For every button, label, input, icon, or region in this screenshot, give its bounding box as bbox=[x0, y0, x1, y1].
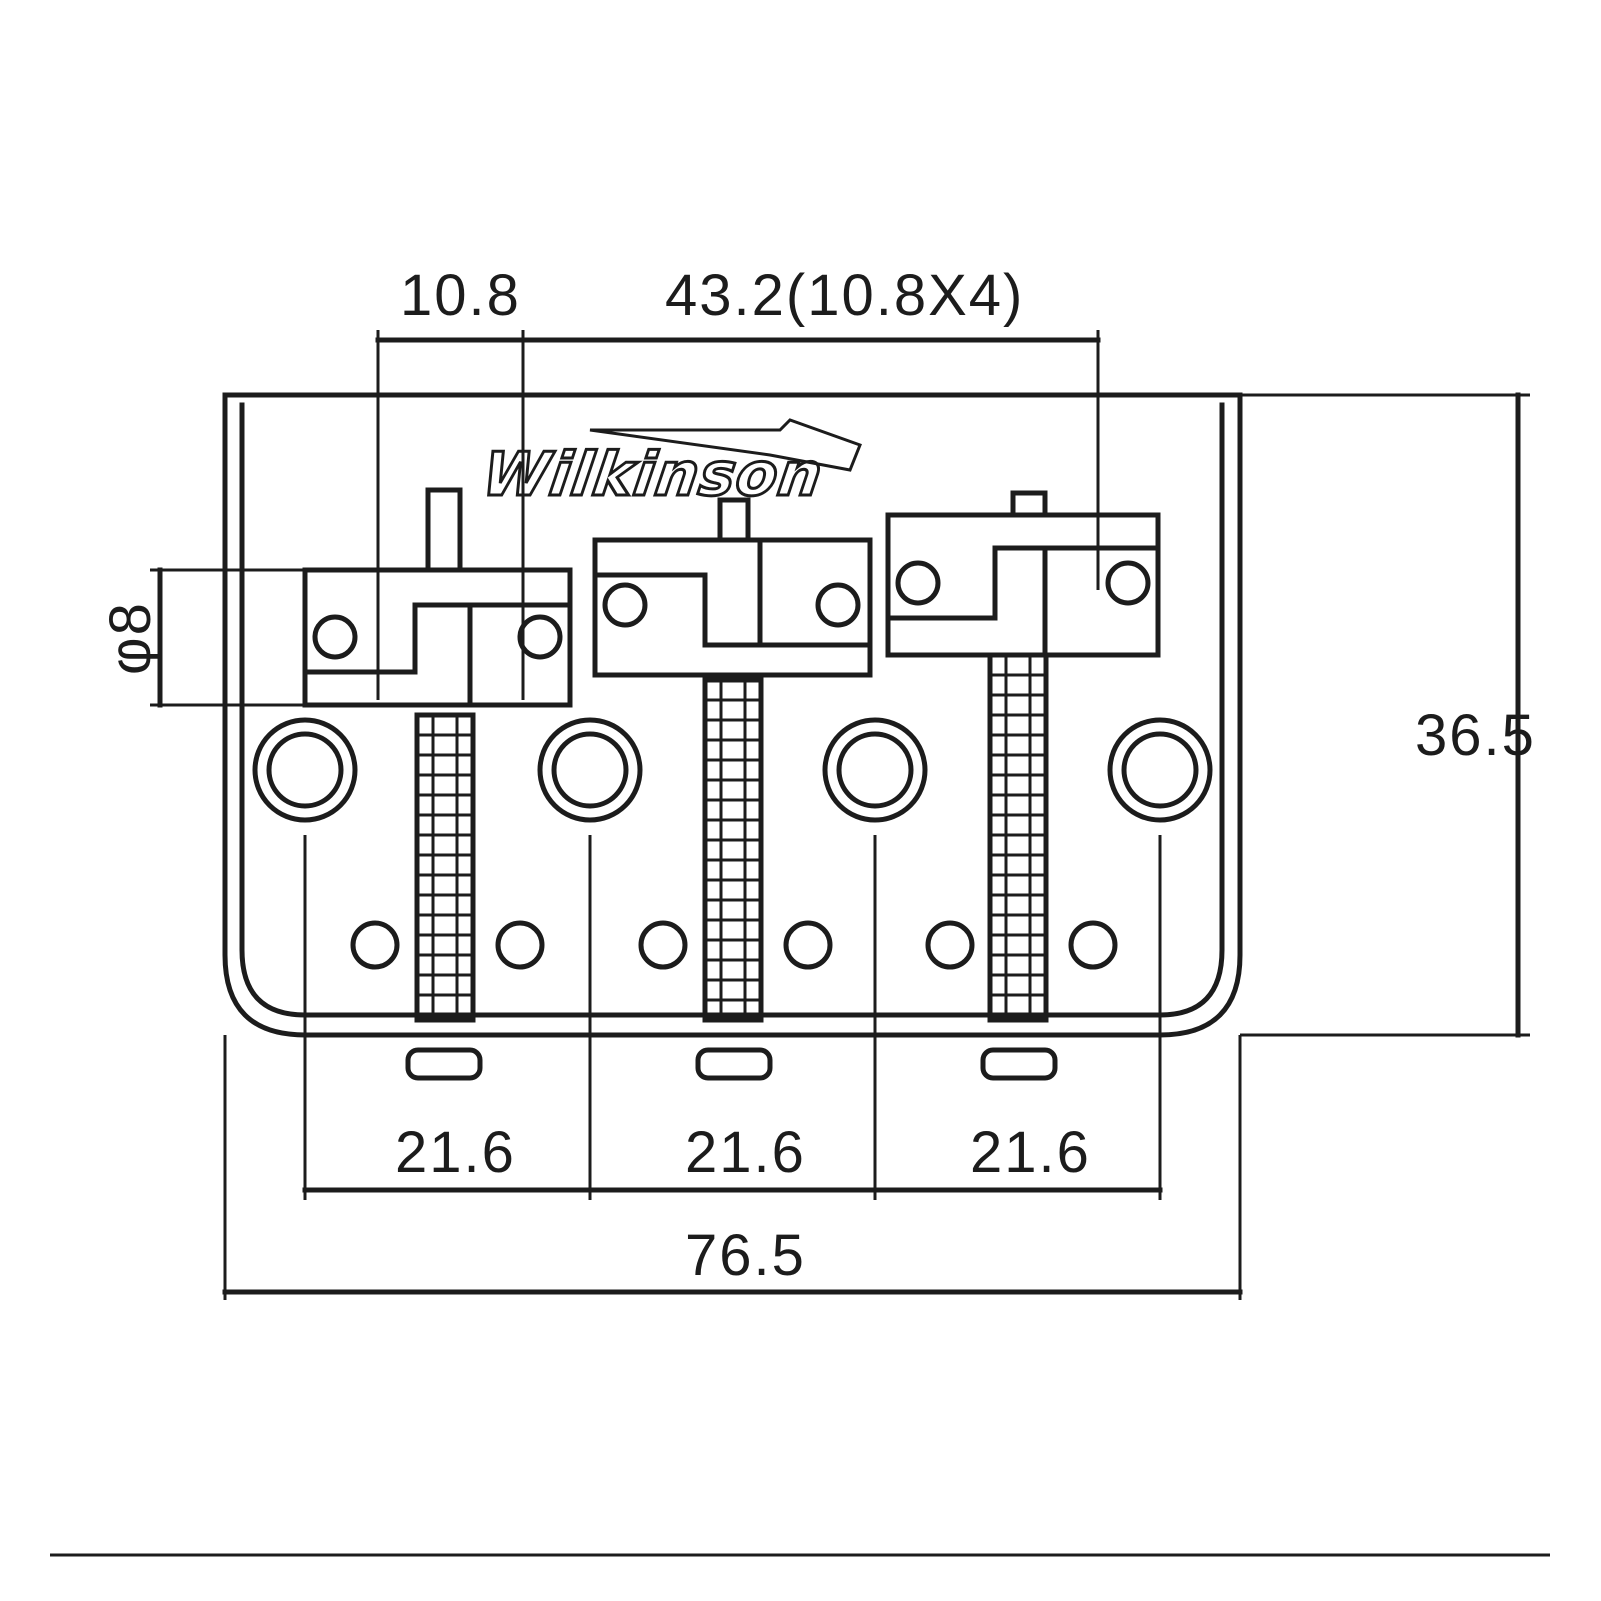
dimension-lines bbox=[50, 330, 1550, 1557]
saddle-tabs bbox=[405, 1047, 1058, 1081]
dim-total-spacing: 43.2(10.8X4) bbox=[665, 263, 1024, 328]
logo-emblem bbox=[589, 418, 862, 472]
saddle-1 bbox=[302, 487, 573, 708]
dim-saddle-diameter: φ8 bbox=[98, 601, 163, 675]
dim-height: 36.5 bbox=[1415, 703, 1536, 768]
dim-screw-spacing-2: 21.6 bbox=[685, 1120, 806, 1185]
saddle-2 bbox=[592, 497, 873, 678]
dim-screw-spacing-1: 21.6 bbox=[395, 1120, 516, 1185]
small-holes bbox=[350, 920, 1118, 970]
dim-overall-width: 76.5 bbox=[685, 1223, 806, 1288]
dim-screw-spacing-3: 21.6 bbox=[970, 1120, 1091, 1185]
saddle-3 bbox=[885, 490, 1161, 658]
dim-saddle-spacing: 10.8 bbox=[400, 263, 521, 328]
mounting-holes bbox=[252, 717, 1213, 823]
brand-logo: Wilkinson bbox=[478, 440, 827, 510]
saddle-springs bbox=[414, 652, 1049, 1023]
